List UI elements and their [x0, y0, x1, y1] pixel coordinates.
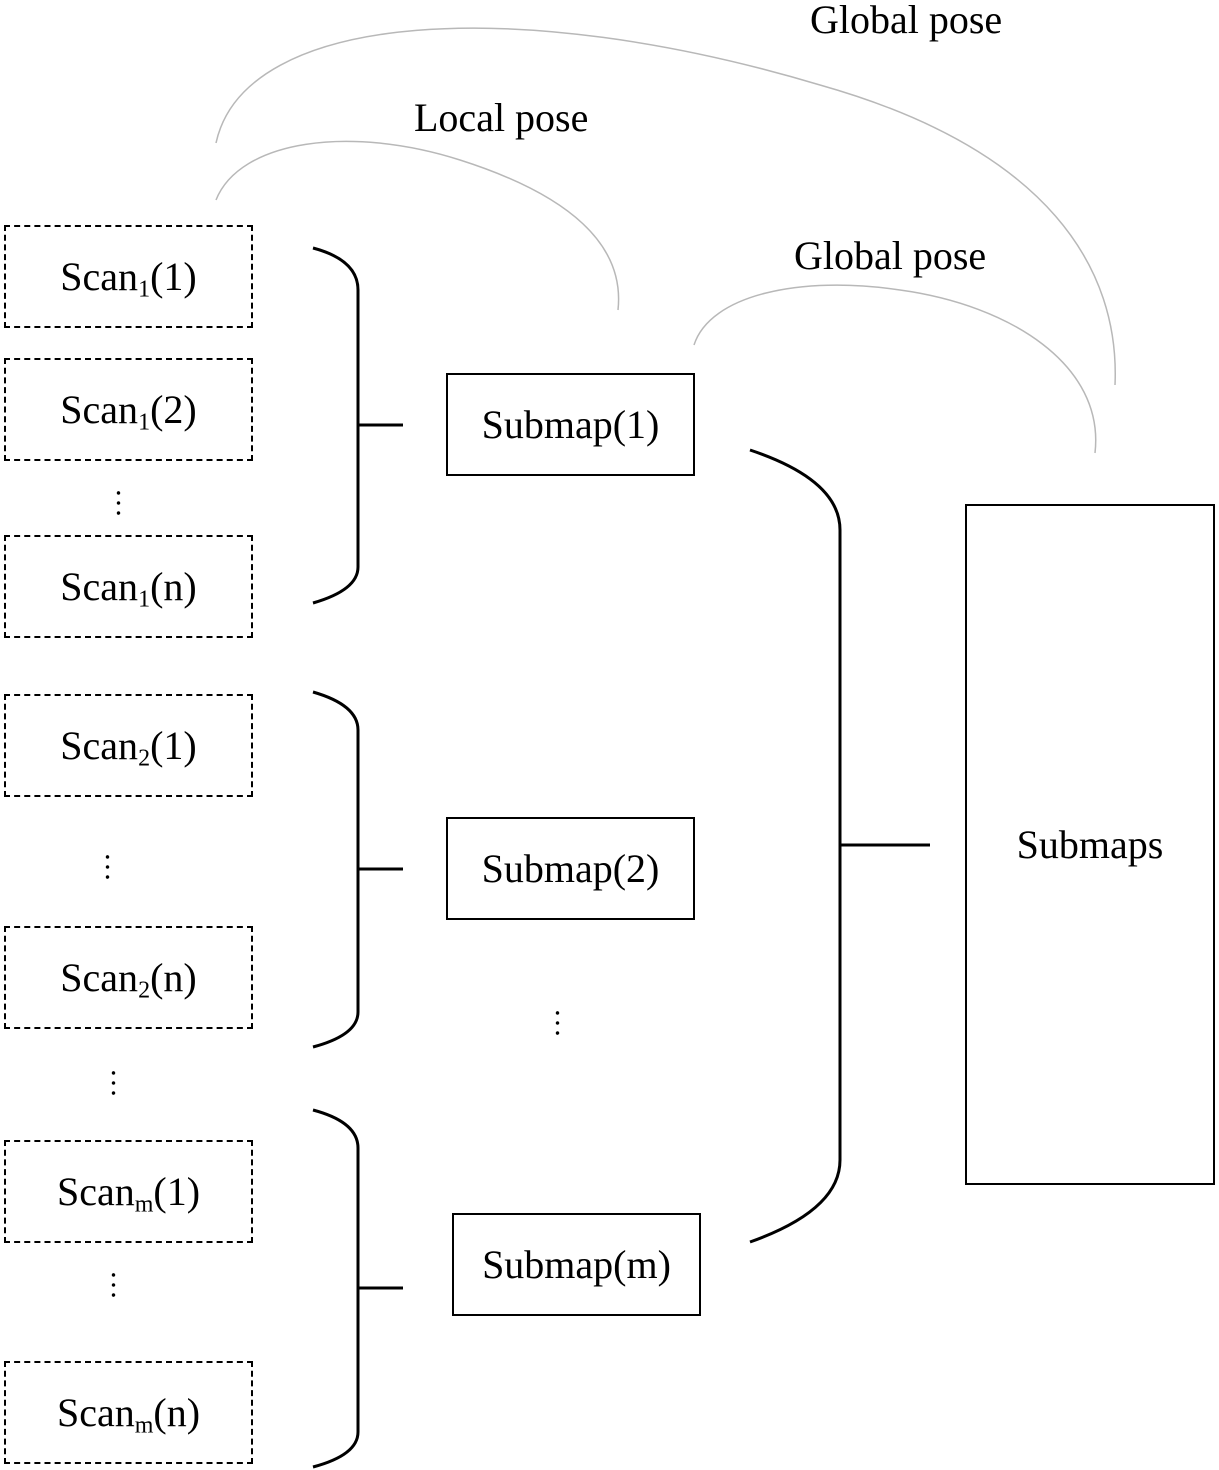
scan-box-1-2: Scan1(2) — [4, 358, 253, 461]
scan-label: Scan2(n) — [60, 954, 197, 1004]
scan-label: Scanm(n) — [56, 1389, 201, 1439]
local-pose-arc — [215, 140, 620, 311]
scan-ellipsis-m: … — [105, 1270, 138, 1298]
brace-group-1 — [312, 246, 360, 605]
group-ellipsis: … — [105, 1068, 138, 1096]
scan-ellipsis-2: … — [99, 852, 132, 880]
scan-label: Scan1(2) — [60, 386, 197, 436]
submap-box-1: Submap(1) — [446, 373, 695, 476]
brace-submaps — [749, 448, 842, 1244]
brace-group-m — [312, 1108, 360, 1469]
scan-box-1-1: Scan1(1) — [4, 225, 253, 328]
scan-ellipsis-1: … — [110, 488, 143, 516]
local-pose-label: Local pose — [414, 95, 589, 140]
scan-box-m-n: Scanm(n) — [4, 1361, 253, 1464]
submap-ellipsis: … — [549, 1008, 582, 1036]
scan-label: Scan1(1) — [60, 253, 197, 303]
global-pose-outer-arc — [215, 27, 1116, 386]
submap-box-2: Submap(2) — [446, 817, 695, 920]
submaps-box: Submaps — [965, 504, 1215, 1185]
scan-label: Scanm(1) — [56, 1168, 201, 1218]
scan-label: Scan2(1) — [60, 722, 197, 772]
scan-box-2-n: Scan2(n) — [4, 926, 253, 1029]
scan-box-1-n: Scan1(n) — [4, 535, 253, 638]
scan-box-m-1: Scanm(1) — [4, 1140, 253, 1243]
global-pose-inner-label: Global pose — [794, 233, 987, 278]
scan-label: Scan1(n) — [60, 563, 197, 613]
brace-group-2 — [312, 690, 360, 1049]
global-pose-outer-label: Global pose — [810, 0, 1003, 42]
submap-box-m: Submap(m) — [452, 1213, 701, 1316]
scan-box-2-1: Scan2(1) — [4, 694, 253, 797]
global-pose-inner-arc — [693, 284, 1097, 454]
